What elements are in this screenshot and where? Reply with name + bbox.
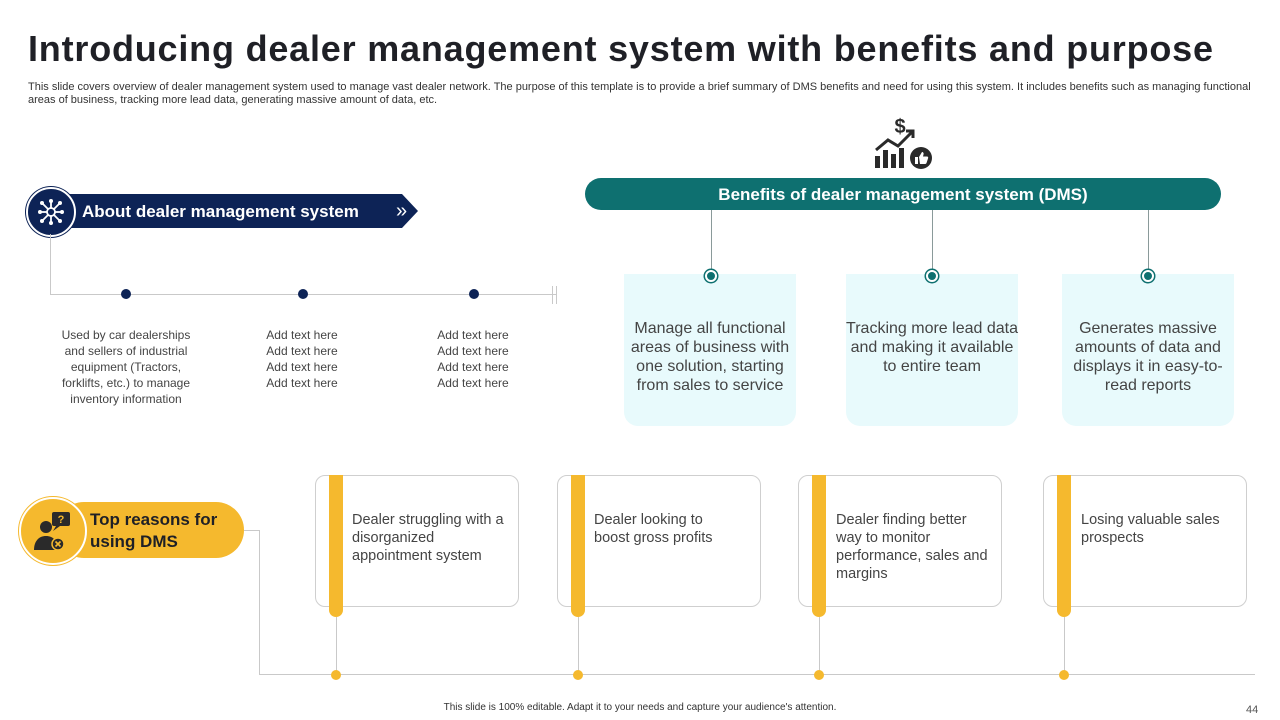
reason-card: [1043, 475, 1247, 607]
about-connector-vertical: [50, 234, 51, 294]
reason-card: [315, 475, 519, 607]
benefit-connector: [711, 210, 712, 272]
about-banner: [42, 194, 418, 228]
reasons-label: Top reasons for using DMS: [90, 510, 218, 551]
reason-card: [798, 475, 1002, 607]
benefit-dot: [1142, 270, 1154, 282]
about-icon-circle: [26, 187, 76, 237]
reasons-baseline: [259, 674, 1255, 675]
benefit-dot: [705, 270, 717, 282]
reason-text: Dealer struggling with a disorganized ap…: [352, 512, 504, 564]
slide-subtitle: This slide covers overview of dealer man…: [28, 81, 1251, 106]
reason-stem: [336, 617, 337, 675]
svg-text:?: ?: [58, 514, 65, 526]
about-timeline-end-mark: [556, 286, 557, 304]
footer-note: This slide is 100% editable. Adapt it to…: [443, 702, 837, 713]
about-item-text: Add text here Add text here Add text her…: [266, 328, 338, 390]
benefit-card: [1062, 274, 1234, 426]
reason-text: Dealer finding better way to monitor per…: [836, 512, 988, 582]
reason-text: Dealer looking to boost gross profits: [594, 512, 713, 546]
page-number: 44: [1246, 704, 1259, 716]
about-timeline-dot: [469, 289, 479, 299]
about-item-text: Used by car dealerships and sellers of i…: [61, 328, 191, 406]
about-timeline-dot: [298, 289, 308, 299]
reasons-connector: [244, 530, 260, 531]
reason-accent-bar: [812, 475, 826, 617]
benefit-dot: [926, 270, 938, 282]
reason-dot: [814, 670, 824, 680]
reason-dot: [331, 670, 341, 680]
about-timeline-end-mark: [552, 286, 553, 304]
dollar-growth-chart-icon: $: [875, 116, 932, 169]
slide-title: Introducing dealer management system wit…: [28, 28, 1214, 69]
benefit-text: Generates massive amounts of data and di…: [1073, 320, 1223, 394]
about-banner-label: About dealer management system: [82, 202, 359, 221]
benefit-card: [624, 274, 796, 426]
reason-text: Losing valuable sales prospects: [1081, 512, 1220, 546]
reason-stem: [1064, 617, 1065, 675]
reason-card: [557, 475, 761, 607]
benefit-connector: [932, 210, 933, 272]
reason-dot: [573, 670, 583, 680]
reason-accent-bar: [571, 475, 585, 617]
benefit-text: Tracking more lead data and making it av…: [846, 320, 1018, 375]
benefit-connector: [1148, 210, 1149, 272]
reasons-pill: [56, 502, 244, 558]
network-hub-icon: [38, 199, 64, 225]
about-item-text: Add text here Add text here Add text her…: [437, 328, 509, 390]
benefit-text: Manage all functional areas of business …: [630, 320, 790, 394]
reasons-connector-vertical: [259, 530, 260, 675]
benefits-header-bar: Benefits of dealer management system (DM…: [585, 178, 1221, 210]
person-question-icon: ?: [34, 512, 70, 551]
reason-dot: [1059, 670, 1069, 680]
about-timeline-dot: [121, 289, 131, 299]
reasons-icon-circle: ?: [19, 497, 87, 565]
benefit-card: [846, 274, 1018, 426]
chevron-right-icon: »: [396, 200, 408, 222]
reason-accent-bar: [329, 475, 343, 617]
svg-text:$: $: [894, 116, 905, 138]
reason-stem: [578, 617, 579, 675]
reason-accent-bar: [1057, 475, 1071, 617]
reason-stem: [819, 617, 820, 675]
